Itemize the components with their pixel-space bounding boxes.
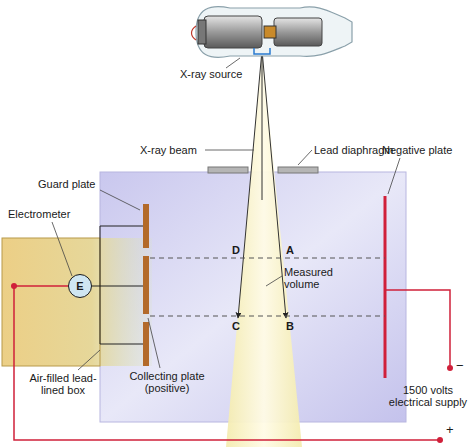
leader-line: [226, 58, 240, 68]
guard-plate: [143, 322, 149, 366]
part-label: Measured volume: [284, 266, 340, 290]
guard-wire: [100, 344, 143, 345]
part-label: Guard plate: [38, 178, 108, 190]
anode-target: [264, 26, 276, 38]
leader-line: [205, 150, 254, 151]
supply-wire: [14, 286, 440, 440]
leader-line: [148, 318, 160, 368]
leader-line: [100, 190, 140, 210]
node-text: E: [76, 280, 83, 292]
part-label: Air-filled lead-lined box: [26, 372, 100, 396]
part-label: −: [456, 360, 470, 372]
part-label: Collecting plate (positive): [126, 370, 208, 394]
part-label: Negative plate: [382, 144, 472, 156]
leader-line: [298, 150, 312, 165]
negative-plate: [384, 196, 387, 378]
guard-wire: [100, 226, 143, 227]
part-label: D: [232, 244, 244, 256]
rotation-arrow: [192, 26, 197, 40]
guard-plate: [143, 204, 149, 248]
part-label: C: [232, 320, 244, 332]
lead-diaphragm-plate: [208, 167, 248, 173]
beam-edge: [262, 50, 286, 318]
tube-window: [254, 48, 270, 54]
volume-boundary: [150, 316, 385, 317]
terminal: [437, 437, 443, 443]
x-ray-beam: [226, 50, 302, 447]
supply-wire: [385, 290, 450, 366]
part-label: Electrometer: [8, 208, 88, 220]
lead-diaphragm-plate: [278, 167, 318, 173]
part-label: +: [446, 424, 460, 436]
guard-wire: [100, 226, 101, 344]
electrometer-symbol: E: [68, 274, 92, 298]
leader-line: [78, 350, 100, 370]
beam-edge: [238, 50, 262, 318]
part-label: X-ray source: [180, 68, 260, 80]
part-label: 1500 volts electrical supply: [388, 384, 468, 408]
volume-boundary: [150, 258, 385, 259]
part-label: B: [286, 320, 298, 332]
tube-envelope: [196, 7, 352, 58]
collecting-plate: [143, 256, 149, 314]
supply-wire: [14, 285, 68, 287]
terminal: [447, 365, 453, 371]
leader-line: [266, 276, 282, 286]
leader-line: [52, 222, 72, 276]
part-label: A: [286, 244, 298, 256]
anode: [274, 18, 322, 46]
part-label: X-ray beam: [140, 144, 204, 156]
cathode: [204, 16, 262, 48]
cathode-cap: [198, 20, 206, 44]
electrometer-box-edge: [2, 238, 100, 366]
electrometer-box: [2, 238, 152, 366]
beam-axis: [262, 50, 263, 200]
leader-line: [388, 158, 400, 194]
